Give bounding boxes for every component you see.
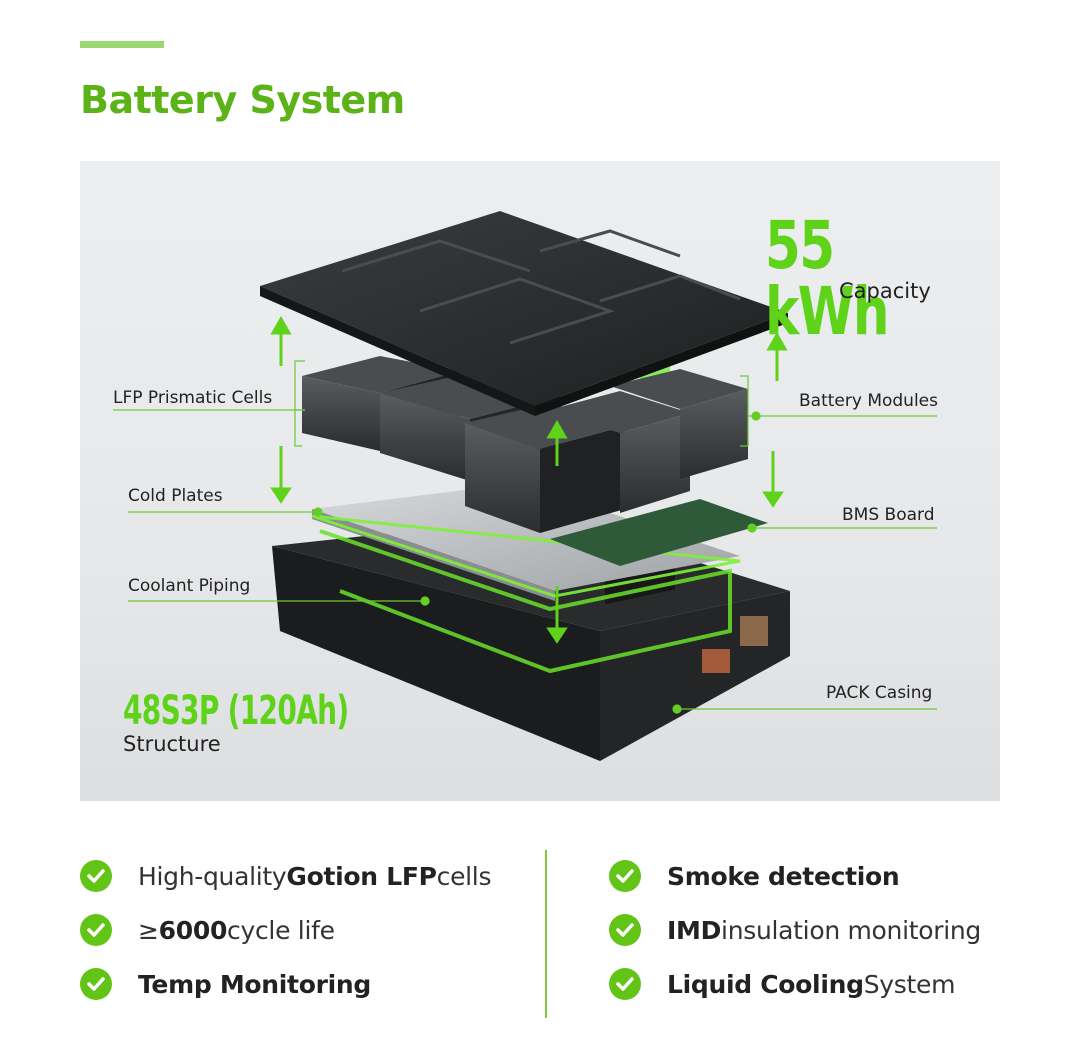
check-circle-icon (609, 968, 641, 1000)
callout-coolant-piping: Coolant Piping (128, 576, 251, 596)
check-circle-icon (80, 914, 112, 946)
top-lid-shape (260, 211, 788, 416)
feature-item: Temp Monitoring (80, 964, 371, 1004)
feature-bold-text: 6000 (158, 915, 228, 945)
feature-text: High-quality (138, 861, 287, 891)
feature-item: Smoke detection (609, 856, 900, 896)
battery-exploded-view: 55 kWh Capacity 48S3P (120Ah) Structure … (80, 161, 1000, 801)
capacity-value: 55 kWh (765, 207, 890, 350)
callout-cold-plates: Cold Plates (128, 486, 223, 506)
callout-pack-casing: PACK Casing (826, 683, 933, 703)
check-circle-icon (609, 914, 641, 946)
feature-text: cells (436, 861, 492, 891)
feature-text: insulation monitoring (721, 915, 981, 945)
check-circle-icon (80, 968, 112, 1000)
cold-plate-shape (311, 483, 741, 674)
feature-bold-text: Smoke detection (667, 861, 900, 891)
capacity-label: Capacity (839, 279, 931, 303)
callout-lfp-cells: LFP Prismatic Cells (113, 388, 273, 408)
callout-battery-modules: Battery Modules (799, 391, 938, 411)
feature-text: cycle life (227, 915, 335, 945)
heading-accent-bar (80, 41, 164, 48)
feature-item: Liquid Cooling System (609, 964, 955, 1004)
feature-item: High-quality Gotion LFP cells (80, 856, 491, 896)
feature-divider (545, 850, 547, 1018)
structure-value: 48S3P (120Ah) (123, 688, 349, 734)
feature-bold-text: Liquid Cooling (667, 969, 864, 999)
callout-bms-board: BMS Board (842, 505, 935, 525)
feature-text: ≥ (138, 915, 159, 945)
feature-text: System (863, 969, 956, 999)
feature-item: ≥ 6000 cycle life (80, 910, 335, 950)
structure-label: Structure (123, 732, 221, 756)
check-circle-icon (609, 860, 641, 892)
feature-bold-text: Gotion LFP (286, 861, 437, 891)
page-title: Battery System (80, 78, 405, 122)
check-circle-icon (80, 860, 112, 892)
feature-item: IMD insulation monitoring (609, 910, 981, 950)
battery-illustration (113, 211, 937, 761)
feature-bold-text: IMD (667, 915, 722, 945)
explode-arrows (270, 315, 788, 644)
feature-bold-text: Temp Monitoring (138, 969, 371, 999)
